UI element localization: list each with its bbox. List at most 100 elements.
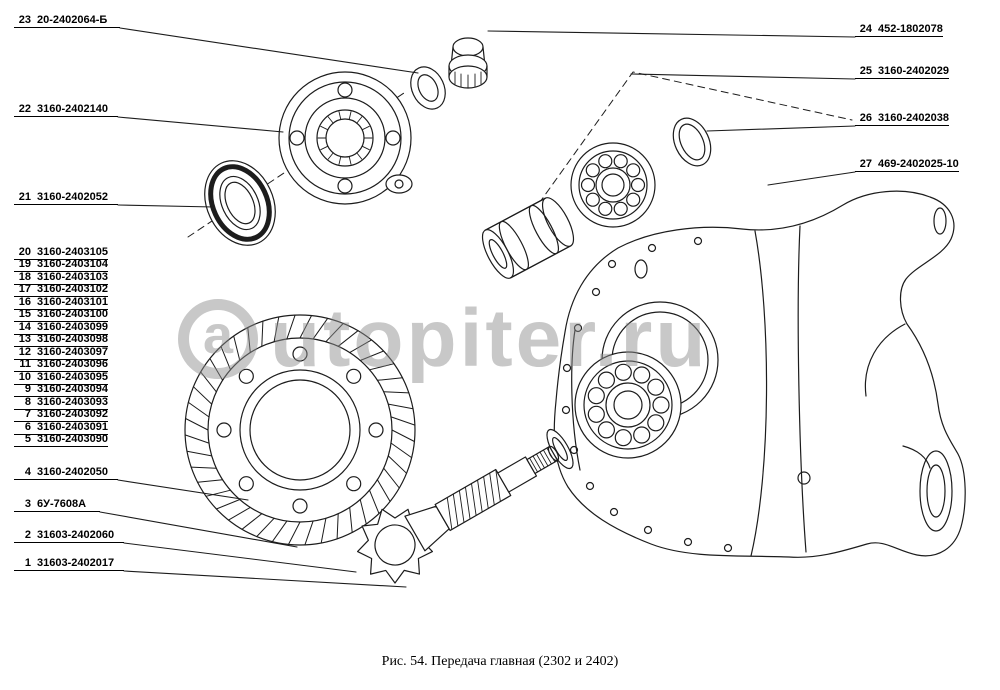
part-code: 3160-2403098 [37,333,108,345]
housing-bolt-holes [561,236,733,553]
part-code: 3160-2403104 [37,258,108,270]
part-code: 3160-2402038 [878,112,949,124]
part-callout-24: 24 452-1802078 [855,24,943,37]
part-code: 31603-2402017 [37,557,115,569]
pinion-shaft [356,445,560,584]
part-number: 23 [18,14,31,26]
part-number: 4 [24,466,31,478]
part-number: 3 [24,498,31,510]
part-callout-12: 12 3160-2403097 [14,347,108,360]
part-number: 24 [859,23,872,35]
part-callout-18: 18 3160-2403103 [14,272,108,285]
figure-caption: Рис. 54. Передача главная (2302 и 2402) [381,654,619,669]
part-number: 10 [18,371,31,383]
part-number: 7 [24,408,31,420]
part-number: 21 [18,191,31,203]
part-callout-15: 15 3160-2403100 [14,309,108,322]
part-number: 19 [18,258,31,270]
part-number: 22 [18,103,31,115]
part-code: 3160-2403095 [37,371,108,383]
part-number: 6 [24,421,31,433]
part-callout-10: 10 3160-2403095 [14,372,108,385]
part-code: 6У-7608А [37,498,87,510]
ring-gear [184,314,416,546]
part-number: 27 [859,158,872,170]
part-code: 3160-2403100 [37,308,108,320]
part-number: 9 [24,383,31,395]
pinion-bearing-rear [574,351,682,459]
part-code: 3160-2403092 [37,408,108,420]
part-callout-13: 13 3160-2403098 [14,334,108,347]
axle-housing [553,190,966,558]
part-code: 3160-2403105 [37,246,108,258]
part-code: 3160-2403097 [37,346,108,358]
part-number: 11 [19,358,31,370]
part-number: 1 [24,557,31,569]
part-callout-14: 14 3160-2403099 [14,322,108,335]
part-callout-17: 17 3160-2403102 [14,284,108,297]
part-callout-2: 2 31603-2402060 [14,530,124,543]
part-number: 14 [18,321,31,333]
part-code: 3160-2403103 [37,271,108,283]
part-code: 3160-2403090 [37,433,108,445]
part-callout-9: 9 3160-2403094 [14,384,108,397]
part-code: 3160-2403102 [37,283,108,295]
pinion-nut [448,37,488,89]
oil-seal [204,160,276,246]
part-callout-23: 23 20-2402064-Б [14,15,120,28]
spline-hatch [446,469,501,530]
part-callout-7: 7 3160-2403092 [14,409,108,422]
part-code: 31603-2402060 [37,529,115,541]
part-number: 12 [18,346,31,358]
part-callout-25: 25 3160-2402029 [855,66,949,79]
part-code: 3160-2402050 [37,466,108,478]
part-callout-19: 19 3160-2403104 [14,259,108,272]
part-callout-11: 11 3160-2403096 [14,359,108,372]
part-number: 25 [859,65,872,77]
part-code: 3160-2403094 [37,383,108,395]
part-code: 452-1802078 [878,23,943,35]
part-number: 15 [18,308,31,320]
part-callout-6: 6 3160-2403091 [14,422,108,435]
part-callout-3: 3 6У-7608А [14,499,100,512]
part-number: 16 [18,296,31,308]
part-code: 3160-2403101 [37,296,108,308]
part-code: 3160-2402140 [37,103,108,115]
gear-bolt-holes [216,346,384,514]
pinion-bearing-front [570,142,656,228]
part-number: 18 [18,271,31,283]
flange-spline-ticks [317,111,373,165]
part-callout-16: 16 3160-2403101 [14,297,108,310]
leader-lines [99,27,856,588]
adjusting-ring [672,117,712,167]
part-callout-26: 26 3160-2402038 [855,113,949,126]
part-code: 3160-2403099 [37,321,108,333]
part-callout-4: 4 3160-2402050 [14,467,118,480]
part-code: 20-2402064-Б [37,14,108,26]
bearing-rollers [580,154,646,216]
part-number: 26 [859,112,872,124]
part-code: 3160-2403091 [37,421,108,433]
part-number: 8 [24,396,31,408]
part-code: 3160-2402029 [878,65,949,77]
drive-flange [278,71,413,205]
gear-teeth [184,314,416,546]
part-number: 13 [18,333,31,345]
part-code: 469-2402025-10 [878,158,959,170]
part-code: 3160-2403096 [37,358,108,370]
spacer-sleeve [481,197,575,279]
part-callout-20: 20 3160-2403105 [14,247,108,260]
part-number: 20 [18,246,31,258]
part-callout-1: 1 31603-2402017 [14,558,124,571]
part-number: 5 [24,433,31,445]
part-number: 2 [24,529,31,541]
part-number: 17 [18,283,31,295]
part-code: 3160-2402052 [37,191,108,203]
part-callout-21: 21 3160-2402052 [14,192,118,205]
flange-washer [410,66,446,110]
part-callout-5: 5 3160-2403090 [14,434,108,447]
bearing-rollers [587,363,670,447]
